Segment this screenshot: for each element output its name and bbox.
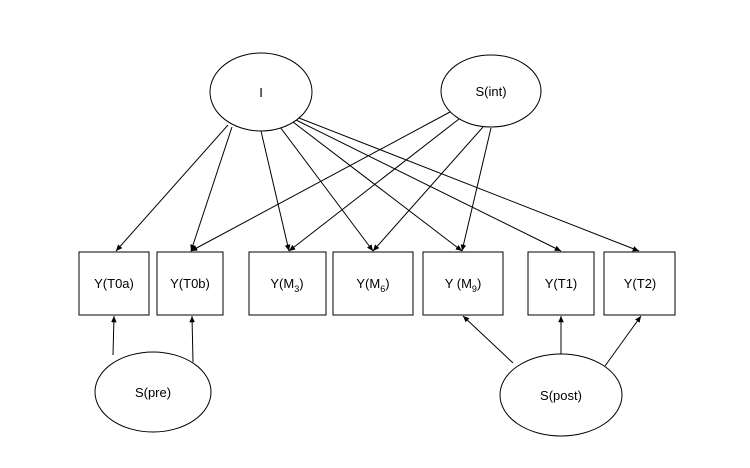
observed-t0a-box — [78, 251, 150, 316]
edge-slope-intervention-to-m3 — [288, 118, 460, 252]
observed-m9-box — [422, 251, 504, 316]
observed-m3-subscript: 3 — [294, 284, 299, 294]
observed-m9-subscript: 9 — [472, 284, 477, 294]
edge-intercept-to-m6 — [279, 126, 374, 252]
observed-m9-prefix: Y (M — [445, 276, 472, 291]
observed-m3-suffix: ) — [299, 276, 303, 291]
observed-m6-box — [332, 251, 414, 316]
edge-slope-intervention-to-m6 — [372, 126, 484, 252]
observed-t1-label: Y(T1) — [545, 276, 578, 291]
edge-intercept-to-t0b — [190, 126, 233, 252]
edge-intercept-to-t2 — [298, 117, 640, 252]
observed-m6-prefix: Y(M — [356, 276, 380, 291]
latent-intercept-ellipse — [209, 52, 313, 132]
observed-m9-label: Y (M9) — [445, 276, 482, 294]
observed-m6: Y(M6) — [332, 251, 414, 316]
latent-slope-pre-ellipse — [94, 351, 212, 433]
observed-t2-box — [603, 251, 676, 316]
latent-slope-intervention-ellipse — [440, 54, 542, 128]
edge-intercept-to-t0a — [115, 124, 229, 252]
edges-layer — [111, 111, 642, 367]
latent-intercept-label: I — [259, 85, 263, 100]
observed-t0a-label: Y(T0a) — [94, 276, 134, 291]
observed-m6-label: Y(M6) — [356, 276, 389, 294]
latent-slope-pre-label: S(pre) — [135, 385, 171, 400]
observed-t2: Y(T2) — [603, 251, 676, 316]
edge-intercept-to-m3 — [260, 130, 291, 252]
edge-slope-post-to-t2 — [604, 315, 642, 367]
observed-m3-prefix: Y(M — [270, 276, 294, 291]
observed-m6-suffix: ) — [385, 276, 389, 291]
edge-slope-pre-to-t0b — [189, 315, 195, 363]
latent-slope-intervention: S(int) — [440, 54, 542, 128]
latent-intercept: I — [209, 52, 313, 132]
observed-t0b-label: Y(T0b) — [170, 276, 210, 291]
observed-m3: Y(M3) — [248, 251, 327, 316]
observed-m3-box — [248, 251, 327, 316]
observed-t0b: Y(T0b) — [156, 251, 224, 316]
observed-m6-subscript: 6 — [380, 284, 385, 294]
latent-slope-pre: S(pre) — [94, 351, 212, 433]
latent-slope-post-ellipse — [499, 353, 623, 437]
edge-slope-pre-to-t0a — [111, 315, 117, 356]
observed-t2-label: Y(T2) — [624, 276, 657, 291]
observed-t0b-box — [156, 251, 224, 316]
edge-slope-intervention-to-t0b — [190, 111, 451, 252]
observed-t1-box — [527, 251, 595, 316]
edge-intercept-to-m9 — [292, 121, 463, 252]
observed-t1: Y(T1) — [527, 251, 595, 316]
edge-intercept-to-t1 — [295, 119, 562, 252]
edge-slope-intervention-to-m9 — [460, 127, 492, 252]
observed-t0a: Y(T0a) — [78, 251, 150, 316]
latent-slope-post-label: S(post) — [540, 388, 582, 403]
observed-m9-suffix: ) — [477, 276, 481, 291]
observed-m9: Y (M9) — [422, 251, 504, 316]
edge-slope-post-to-m9 — [462, 315, 514, 364]
latent-slope-post: S(post) — [499, 353, 623, 437]
observed-m3-label: Y(M3) — [270, 276, 303, 294]
latent-slope-intervention-label: S(int) — [475, 84, 506, 99]
